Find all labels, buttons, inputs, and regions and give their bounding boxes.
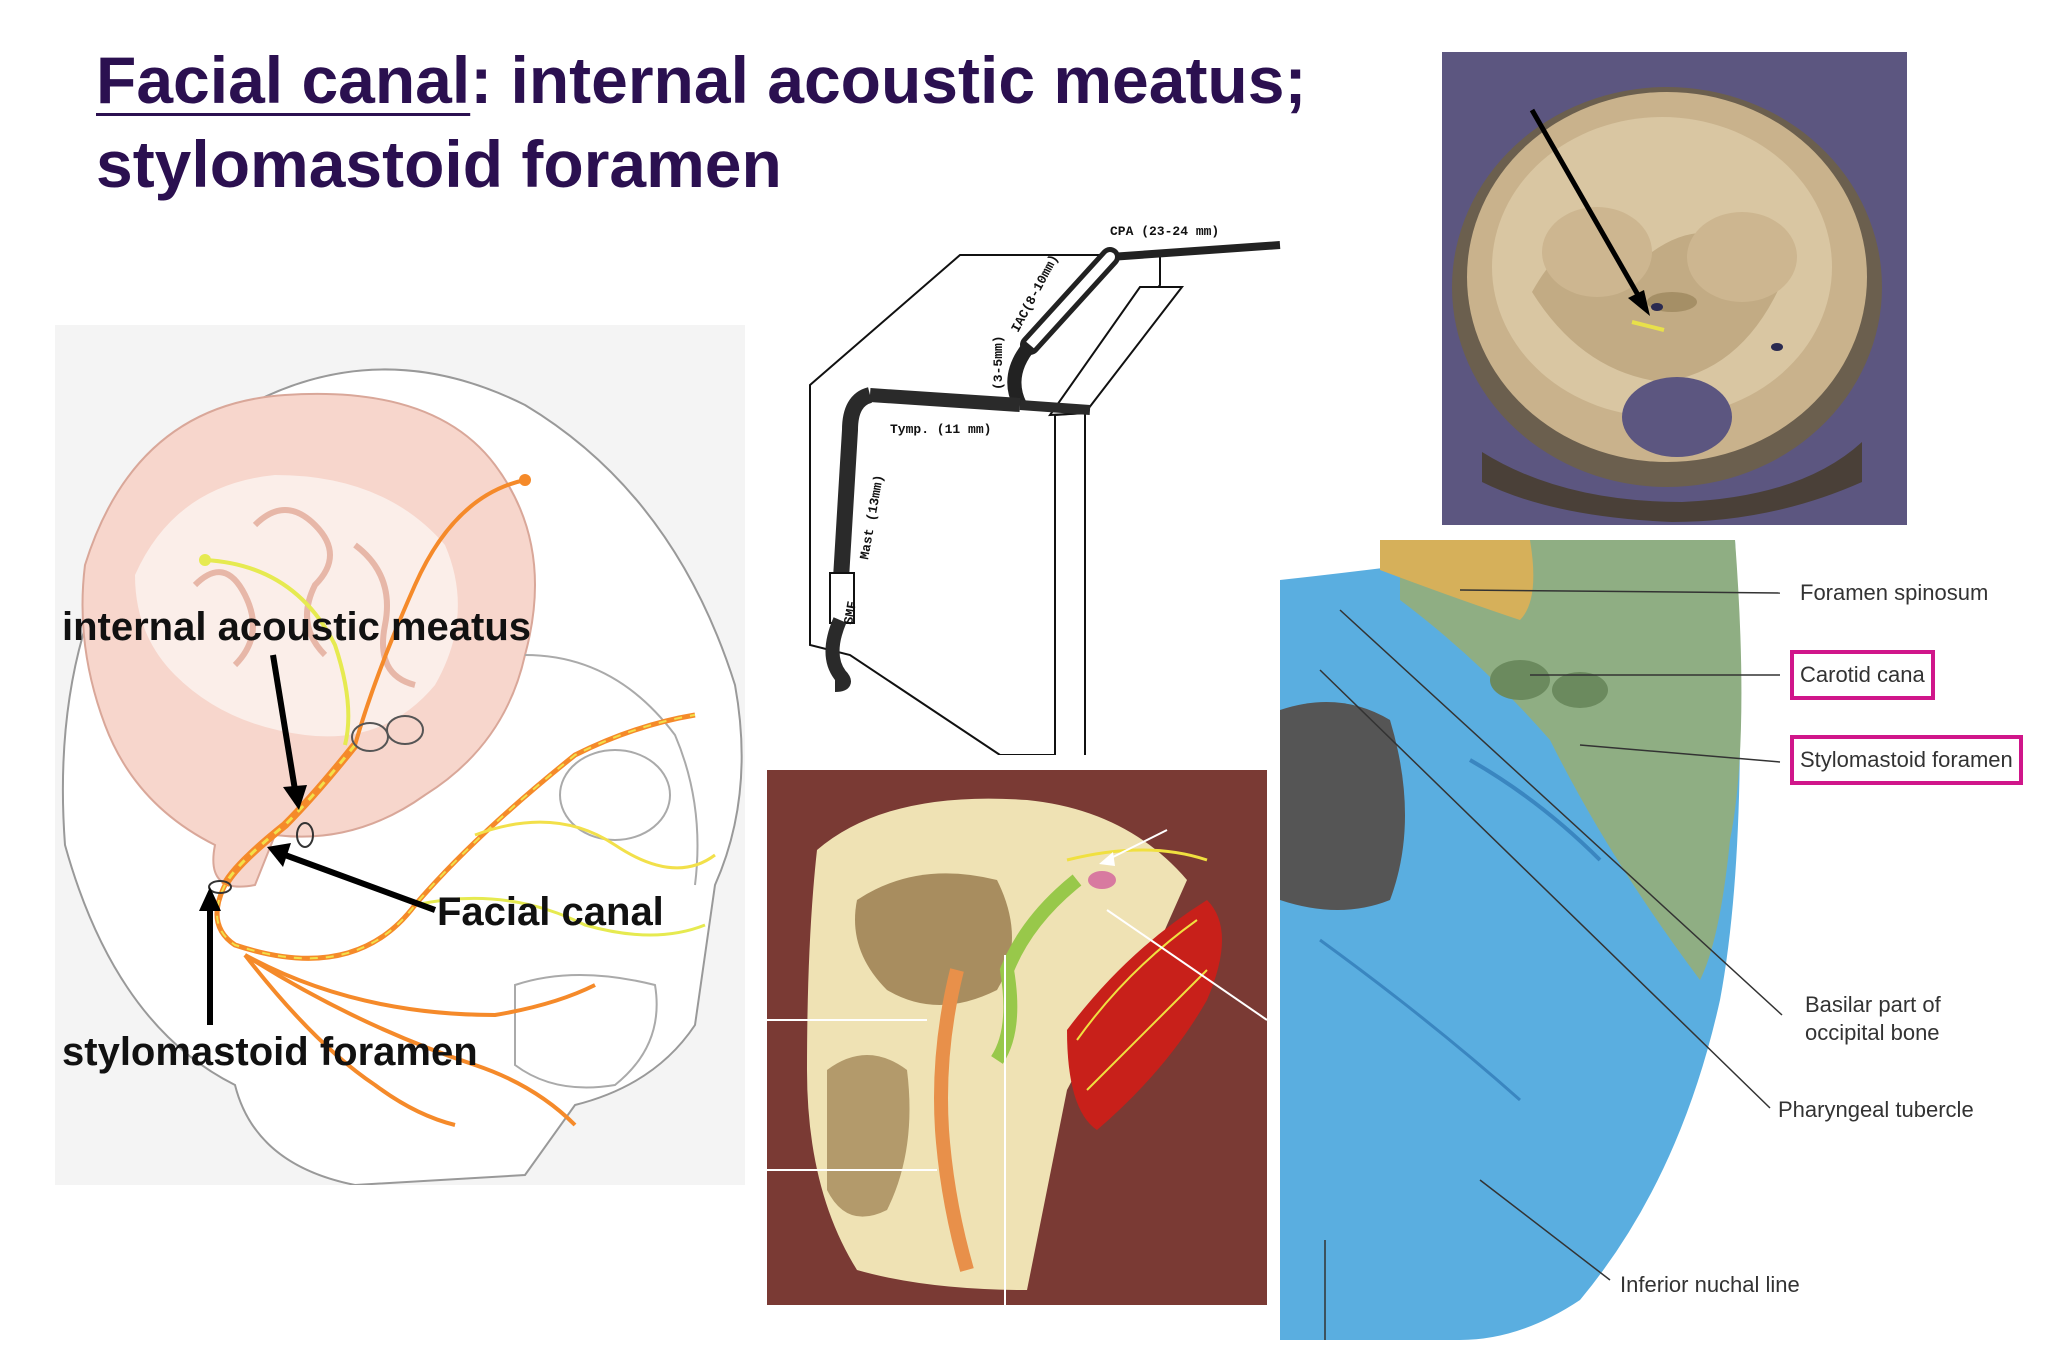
head-drawing xyxy=(55,325,745,1185)
skull-photo xyxy=(1442,52,1907,525)
schem-cpa-label: CPA (23-24 mm) xyxy=(1110,224,1219,239)
skull-photo-arrow xyxy=(1529,108,1650,316)
title-line-2: stylomastoid foramen xyxy=(96,127,782,201)
skull-base-illustration: Foramen spinosum Carotid cana Stylomasto… xyxy=(1280,540,2048,1340)
temporal-bone-drawing xyxy=(767,770,1267,1305)
label-facial-canal: Facial canal xyxy=(437,890,664,934)
schematic-drawing: CPA (23-24 mm) IAC(8-10mm) (3-5mm) Tymp.… xyxy=(809,224,1281,755)
skull-base-drawing xyxy=(1280,540,2048,1340)
label-pharyngeal-tubercle: Pharyngeal tubercle xyxy=(1778,1097,1974,1122)
schem-smf-label: SMF xyxy=(841,600,860,626)
temporal-bone-section xyxy=(767,770,1267,1305)
label-stylomastoid-foramen-box: Stylomastoid foramen xyxy=(1790,735,2023,785)
title-underlined: Facial canal xyxy=(96,43,471,117)
label-stylomastoid-foramen: stylomastoid foramen xyxy=(62,1030,478,1074)
label-basilar-part: Basilar part of xyxy=(1805,992,1941,1017)
facial-canal-schematic: CPA (23-24 mm) IAC(8-10mm) (3-5mm) Tymp.… xyxy=(790,215,1290,755)
head-nerve-illustration: internal acoustic meatus Facial canal st… xyxy=(55,325,745,1185)
label-foramen-spinosum: Foramen spinosum xyxy=(1800,580,1989,605)
schem-lab-label: (3-5mm) xyxy=(991,335,1006,390)
schem-tymp-label: Tymp. (11 mm) xyxy=(890,422,991,437)
label-carotid-canal: Carotid cana xyxy=(1790,650,1935,700)
title-rest: : internal acoustic meatus; xyxy=(470,43,1307,117)
label-occipital-bone: occipital bone xyxy=(1805,1020,1940,1045)
label-inferior-nuchal-line: Inferior nuchal line xyxy=(1620,1272,1800,1297)
slide-title: Facial canal: internal acoustic meatus; … xyxy=(96,38,1306,206)
label-internal-acoustic-meatus: internal acoustic meatus xyxy=(62,605,532,649)
